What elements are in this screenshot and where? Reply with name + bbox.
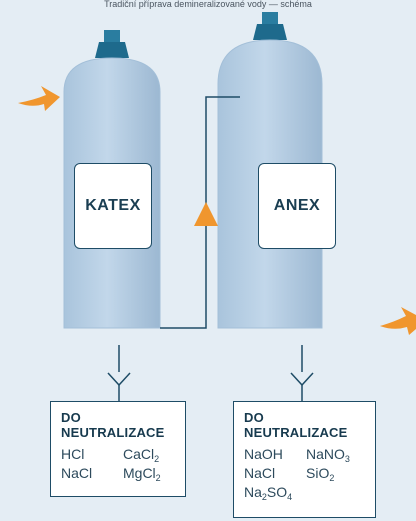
outlet-arrow [380,307,416,335]
chemical-mgcl2: MgCl2 [123,465,161,483]
katex-output-title: DO NEUTRALIZACE [61,410,165,440]
flow-arrow-up [194,202,218,226]
anex-label: ANEX [258,163,336,249]
chemical-cacl2: CaCl2 [123,446,160,464]
chemical-nacl: NaCl [244,465,276,481]
chemical-nacl: NaCl [61,465,93,481]
chemical-sio2: SiO2 [306,465,335,483]
katex-label: KATEX [74,163,152,249]
anex-drain [290,345,314,402]
anex-output-box: DO NEUTRALIZACE NaOH NaNO3 NaCl SiO2 Na2… [233,401,376,518]
inlet-arrow [18,86,60,111]
chemical-naoh: NaOH [244,446,283,462]
chemical-na2so4: Na2SO4 [244,484,293,502]
anex-output-title: DO NEUTRALIZACE [244,410,348,440]
katex-drain [107,345,131,402]
top-caption: Tradiční příprava demineralizované vody … [104,0,312,9]
chemical-hcl: HCl [61,446,85,462]
chemical-nano3: NaNO3 [306,446,350,464]
anex-cap [253,12,287,40]
katex-output-box: DO NEUTRALIZACE HCl CaCl2 NaCl MgCl2 [50,401,186,497]
katex-cap [95,30,129,58]
